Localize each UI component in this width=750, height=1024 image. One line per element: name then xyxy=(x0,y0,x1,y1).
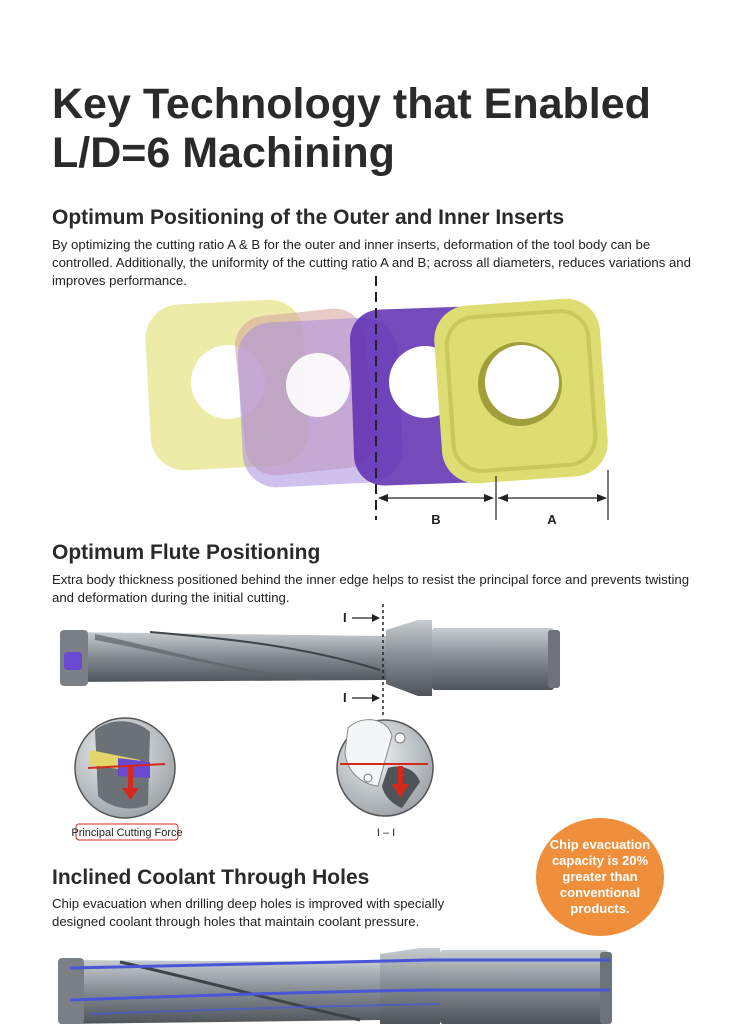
outer-insert xyxy=(434,298,608,484)
section-body-positioning: By optimizing the cutting ratio A & B fo… xyxy=(52,237,691,288)
coolant-hole-upper xyxy=(69,958,610,970)
page-title: Key Technology that Enabled L/D=6 Machin… xyxy=(52,80,651,177)
drill-body xyxy=(60,620,560,696)
section-title-coolant: Inclined Coolant Through Holes xyxy=(52,866,370,889)
cross-section-view xyxy=(336,719,434,817)
insert-positioning-figure: B A xyxy=(145,276,609,527)
label-a: A xyxy=(547,512,557,527)
badge-text: Chip evacuation capacity is 20% greater … xyxy=(549,837,651,916)
section-title-positioning: Optimum Positioning of the Outer and Inn… xyxy=(52,206,565,229)
marker-bottom: I xyxy=(343,690,347,705)
section-body-flute: Extra body thickness positioned behind t… xyxy=(52,572,690,605)
coolant-hole-lower xyxy=(69,988,610,1002)
flute-positioning-figure: I I Principal Cutting Force I – I xyxy=(60,604,560,841)
principal-force-label-box xyxy=(75,823,179,841)
principal-force-label: Principal Cutting Force xyxy=(71,827,182,839)
section-body-coolant: Chip evacuation when drilling deep holes… xyxy=(52,896,445,929)
coolant-drill-body xyxy=(58,948,612,1024)
coolant-holes-figure xyxy=(58,948,612,1024)
section-view-label: I – I xyxy=(377,827,395,839)
marker-top: I xyxy=(343,610,347,625)
label-b: B xyxy=(431,512,440,527)
chip-evacuation-badge: Chip evacuation capacity is 20% greater … xyxy=(536,818,664,936)
section-title-flute: Optimum Flute Positioning xyxy=(52,541,321,564)
insert-closeup-view xyxy=(74,717,176,819)
